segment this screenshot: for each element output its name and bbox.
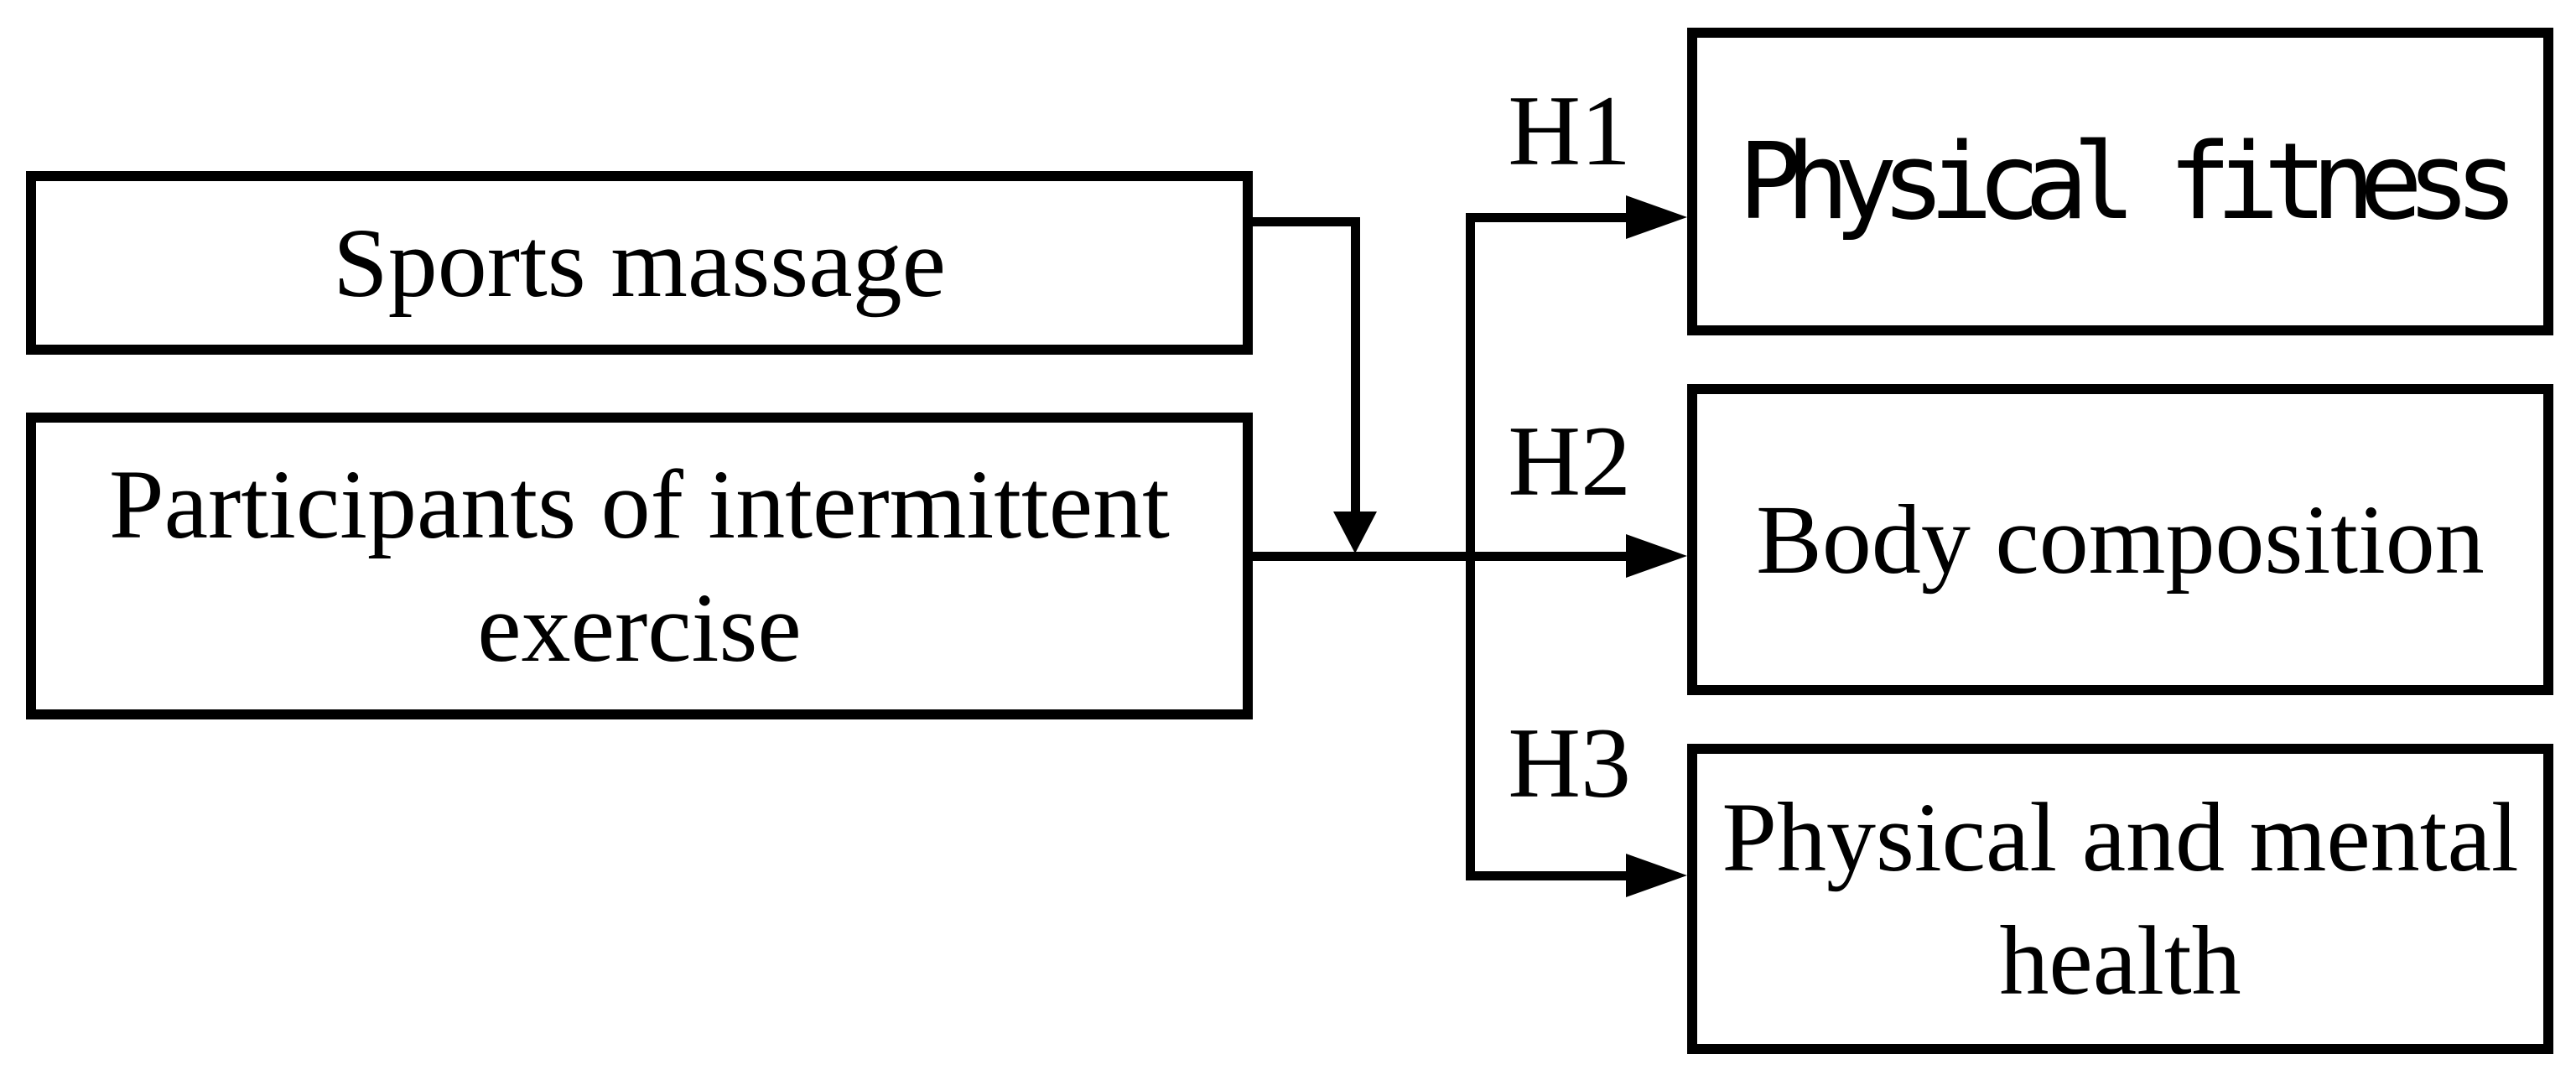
label-hypothesis-h1: H1 <box>1508 75 1631 186</box>
box-physical-fitness: Physical fitness <box>1687 28 2553 335</box>
arrowhead-h1-icon <box>1626 195 1687 239</box>
box-sports-massage-label: Sports massage <box>333 207 946 318</box>
arrowhead-down-junction-icon <box>1333 512 1377 553</box>
arrowhead-h3-icon <box>1626 854 1687 897</box>
box-body-composition: Body composition <box>1687 384 2553 695</box>
box-physical-fitness-label: Physical fitness <box>1737 119 2518 243</box>
connector-trunk-vertical <box>1466 213 1475 880</box>
connector-sports-massage-horizontal <box>1253 217 1359 226</box>
box-participants-of-intermittent-exercise: Participants of intermittent exercise <box>26 413 1253 719</box>
connector-sports-massage-vertical <box>1351 217 1360 512</box>
box-physical-and-mental-health-label: Physical and mental health <box>1722 782 2519 1016</box>
connector-participants-to-body-composition <box>1253 552 1627 561</box>
connector-h3-branch <box>1466 871 1627 880</box>
box-participants-label: Participants of intermittent exercise <box>109 449 1170 683</box>
label-hypothesis-h3: H3 <box>1508 707 1631 818</box>
connector-h1-branch <box>1466 213 1627 222</box>
box-sports-massage: Sports massage <box>26 171 1253 355</box>
box-physical-and-mental-health: Physical and mental health <box>1687 744 2553 1054</box>
label-hypothesis-h2: H2 <box>1508 405 1631 517</box>
box-body-composition-label: Body composition <box>1756 484 2485 595</box>
arrowhead-h2-icon <box>1626 534 1687 578</box>
